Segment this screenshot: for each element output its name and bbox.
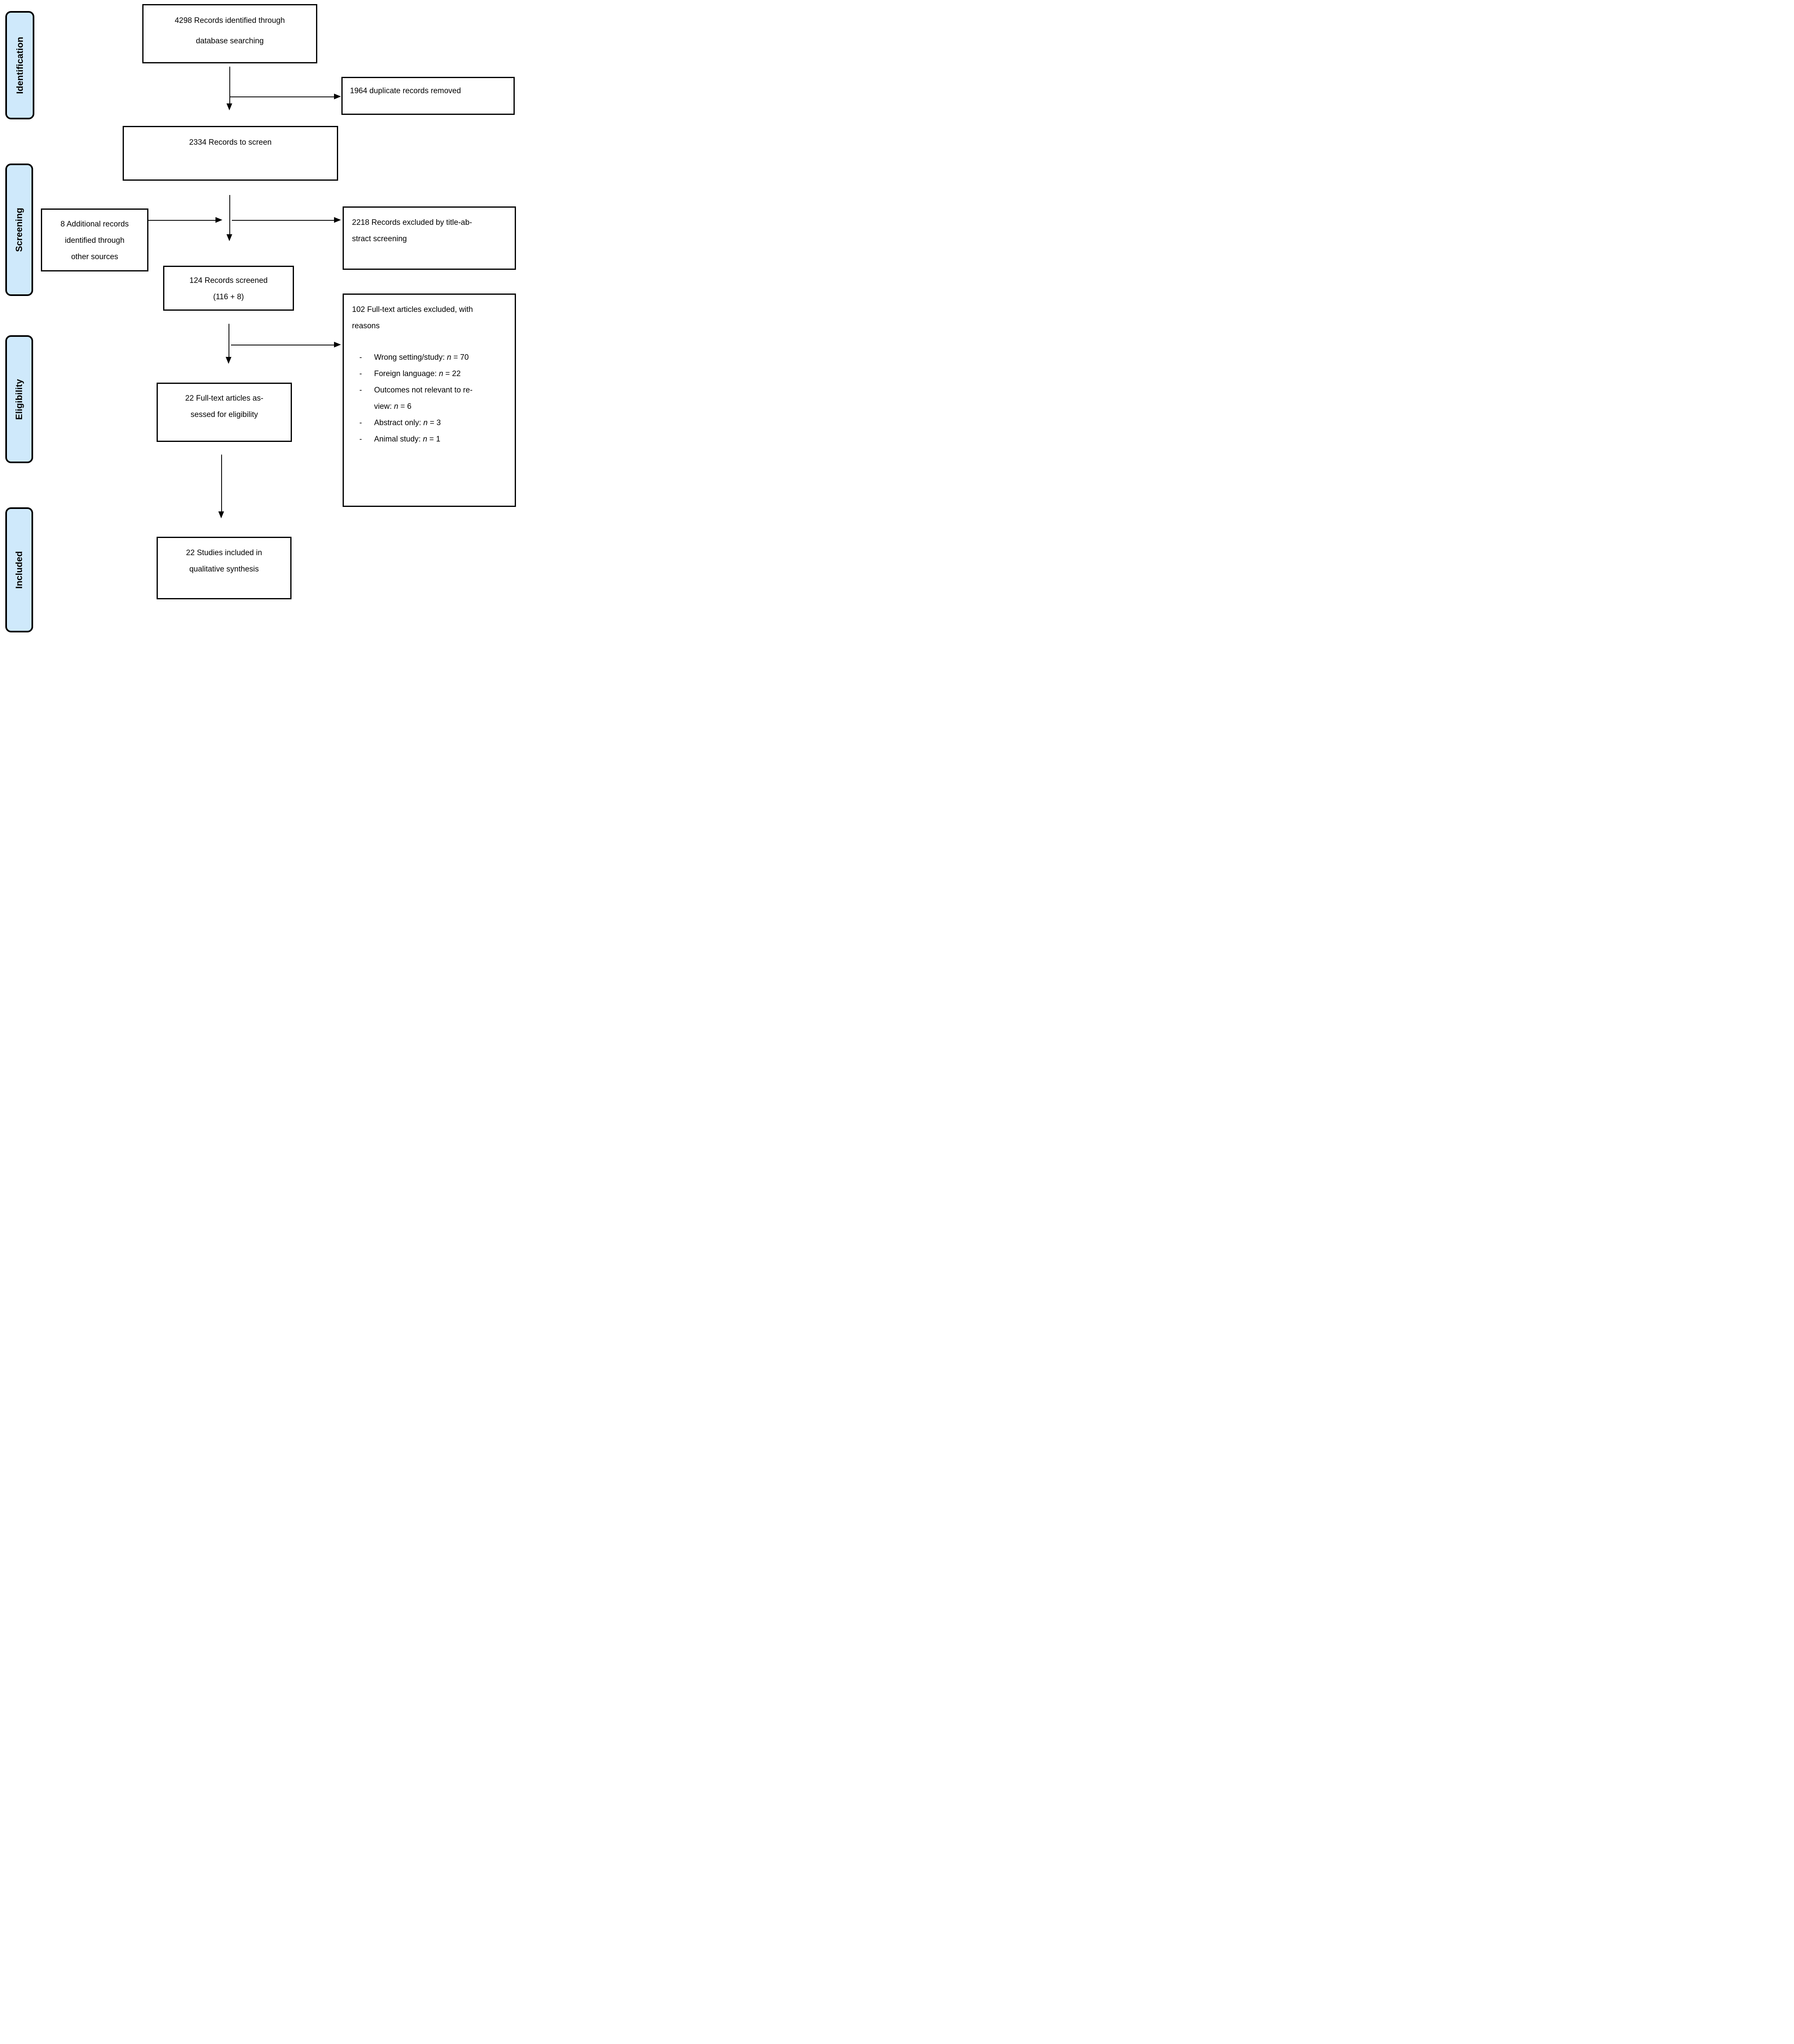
arrow-branch-duplicates-head: [334, 94, 341, 99]
box-additional-records: 8 Additional records identified through …: [41, 208, 148, 271]
stage-label-identification-text: Identification: [14, 36, 25, 94]
box-studies-included: 22 Studies included in qualitative synth…: [157, 537, 292, 599]
reason-text: Wrong setting/study: n = 70: [374, 350, 507, 366]
reason-n: n: [394, 402, 399, 411]
reason-count: = 3: [427, 419, 441, 427]
reason-count: = 22: [443, 370, 461, 378]
reason-text: Foreign language: n = 22: [374, 366, 507, 382]
arrow-assessed-to-included-line: [221, 455, 222, 512]
stage-label-included: Included: [5, 507, 33, 632]
arrow-toscreen-to-screened-line: [229, 195, 230, 235]
stage-label-screening-text: Screening: [14, 207, 24, 252]
reason-n: n: [423, 419, 428, 427]
reason-prefix: Abstract only:: [374, 419, 424, 427]
arrow-branch-title-abstract-head: [334, 217, 341, 223]
arrow-branch-duplicates-line: [230, 96, 334, 97]
arrow-branch-title-abstract-line: [232, 220, 334, 221]
arrow-additional-to-flow-line: [148, 220, 216, 221]
reason-n: n: [439, 370, 444, 378]
reason-item: - Abstract only: n = 3: [359, 415, 507, 431]
arrow-branch-fulltext-excluded-head: [334, 342, 341, 347]
stage-label-eligibility: Eligibility: [5, 335, 33, 463]
reason-count: = 6: [398, 402, 412, 411]
box-duplicates-removed: 1964 duplicate records removed: [341, 77, 515, 115]
bullet-dash: -: [359, 435, 362, 444]
reason-text: Outcomes not relevant to re- view: n = 6: [374, 382, 507, 415]
reason-item: - Foreign language: n = 22: [359, 366, 507, 382]
reason-count: = 70: [451, 353, 469, 362]
stage-label-identification: Identification: [5, 11, 34, 119]
reason-text: Abstract only: n = 3: [374, 415, 507, 431]
arrow-identified-to-screen-line: [229, 67, 230, 104]
bullet-dash: -: [359, 386, 362, 394]
box-records-identified: 4298 Records identified through database…: [142, 4, 317, 63]
reason-prefix: Animal study:: [374, 435, 423, 444]
reason-item: - Outcomes not relevant to re- view: n =…: [359, 382, 507, 415]
box-excluded-title-abstract: 2218 Records excluded by title-ab- strac…: [343, 206, 516, 270]
reason-prefix: Outcomes not relevant to re- view:: [374, 386, 473, 411]
arrow-additional-to-flow-head: [215, 217, 222, 223]
bullet-dash: -: [359, 353, 362, 362]
box-fulltext-excluded: 102 Full-text articles excluded, with re…: [343, 294, 516, 507]
box-fulltext-assessed: 22 Full-text articles as- sessed for eli…: [157, 383, 292, 442]
stage-label-screening: Screening: [5, 164, 33, 296]
arrow-screened-to-assessed-head: [226, 357, 231, 364]
reason-n: n: [447, 353, 451, 362]
arrow-assessed-to-included-head: [218, 511, 224, 518]
reason-prefix: Foreign language:: [374, 370, 439, 378]
fulltext-excluded-reason-list: - Wrong setting/study: n = 70 - Foreign …: [352, 350, 507, 448]
box-records-to-screen: 2334 Records to screen: [123, 126, 338, 181]
bullet-dash: -: [359, 370, 362, 378]
reason-prefix: Wrong setting/study:: [374, 353, 447, 362]
box-records-screened: 124 Records screened (116 + 8): [163, 266, 294, 311]
arrow-toscreen-to-screened-head: [226, 234, 232, 241]
reason-item: - Animal study: n = 1: [359, 431, 507, 448]
bullet-dash: -: [359, 419, 362, 427]
reason-text: Animal study: n = 1: [374, 431, 507, 448]
fulltext-excluded-title: 102 Full-text articles excluded, with re…: [352, 305, 473, 330]
prisma-flow-diagram: Identification Screening Eligibility Inc…: [0, 0, 518, 636]
stage-label-eligibility-text: Eligibility: [14, 379, 24, 420]
stage-label-included-text: Included: [14, 551, 24, 589]
reason-n: n: [423, 435, 427, 444]
reason-item: - Wrong setting/study: n = 70: [359, 350, 507, 366]
arrow-identified-to-screen-head: [226, 103, 232, 110]
reason-count: = 1: [427, 435, 441, 444]
